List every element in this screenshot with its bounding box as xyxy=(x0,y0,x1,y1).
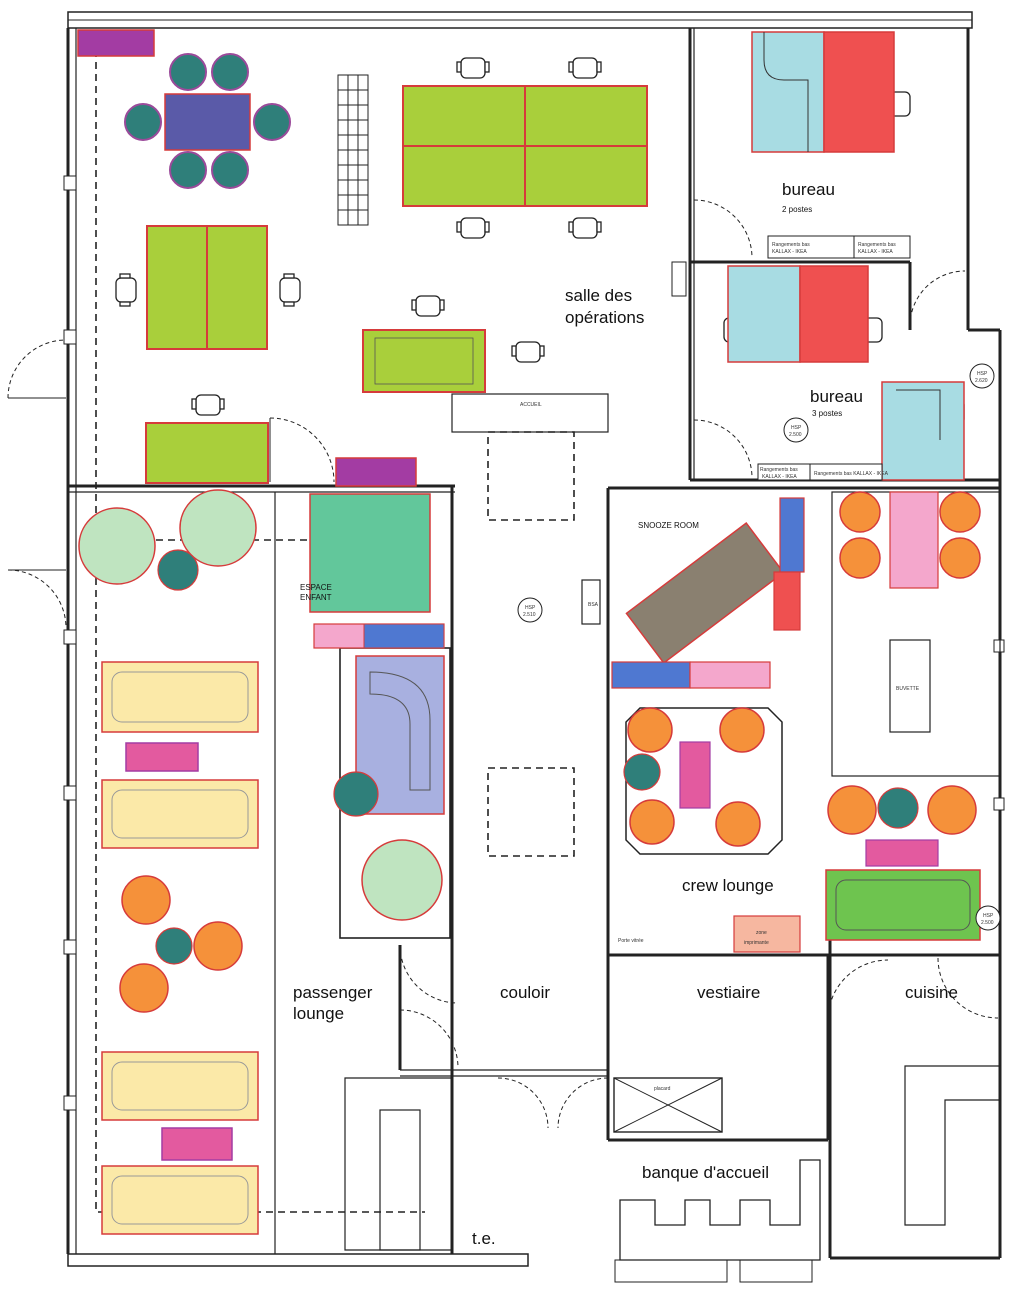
bureau-mid-label: bureau xyxy=(810,387,863,406)
kallax-c-line1: Rangements bas xyxy=(760,467,798,473)
zone-label-2: imprimante xyxy=(744,940,769,946)
svg-text:HSP: HSP xyxy=(977,371,988,377)
porte-label: Porte vitrée xyxy=(618,938,644,944)
kallax-b-line1: Rangements bas xyxy=(858,242,896,248)
cuisine-label: cuisine xyxy=(905,983,958,1002)
bureau-mid-sublabel: 3 postes xyxy=(812,409,842,418)
buvette-label: BUVETTE xyxy=(896,686,920,692)
kallax-b-line2: KALLAX - IKEA xyxy=(858,249,893,255)
bureau-top-sublabel: 2 postes xyxy=(782,205,812,214)
placard-label: placard xyxy=(654,1086,671,1092)
couloir-label: couloir xyxy=(500,983,550,1002)
banque-label: banque d'accueil xyxy=(642,1163,769,1182)
svg-text:HSP: HSP xyxy=(983,913,994,919)
bureau-furniture xyxy=(727,31,965,481)
snooze-label: SNOOZE ROOM xyxy=(638,521,699,530)
interior-walls xyxy=(68,28,1001,1283)
bureau-top-label: bureau xyxy=(782,180,835,199)
vestiaire-label: vestiaire xyxy=(697,983,760,1002)
svg-text:HSP: HSP xyxy=(791,425,802,431)
kallax-c-line2: KALLAX - IKEA xyxy=(762,474,797,480)
hsp-marker-4: HSP 2.500 xyxy=(975,905,1001,931)
kallax-a-line1: Rangements bas xyxy=(772,242,810,248)
svg-text:2.500: 2.500 xyxy=(789,432,802,438)
kallax-d-label: Rangements bas KALLAX - IKEA xyxy=(814,471,889,477)
svg-text:HSP: HSP xyxy=(525,605,536,611)
operations-furniture xyxy=(77,29,648,487)
accueil-label: ACCUEIL xyxy=(520,402,542,408)
te-label: t.e. xyxy=(472,1229,496,1248)
crew-lounge-label: crew lounge xyxy=(682,876,774,895)
kallax-a-line2: KALLAX - IKEA xyxy=(772,249,807,255)
espace-label-2: ENFANT xyxy=(300,593,332,602)
hsp-marker-3: HSP 2.510 xyxy=(517,597,543,623)
svg-text:2.500: 2.500 xyxy=(981,920,994,926)
exterior-walls xyxy=(63,11,1005,1267)
svg-text:2.620: 2.620 xyxy=(975,378,988,384)
espace-label-1: ESPACE xyxy=(300,583,332,592)
hsp-marker-2: HSP 2.500 xyxy=(783,417,809,443)
bsa-label: BSA xyxy=(588,602,599,608)
svg-text:2.510: 2.510 xyxy=(523,612,536,618)
passenger-label-line2: lounge xyxy=(293,1004,344,1023)
passenger-label-line1: passenger xyxy=(293,983,373,1002)
hsp-marker-1: HSP 2.620 xyxy=(969,363,995,389)
crew-lounge-furniture xyxy=(611,491,981,953)
passenger-lounge-furniture xyxy=(78,489,445,1235)
zone-label-1: zone xyxy=(756,930,767,936)
doors xyxy=(7,199,999,1129)
